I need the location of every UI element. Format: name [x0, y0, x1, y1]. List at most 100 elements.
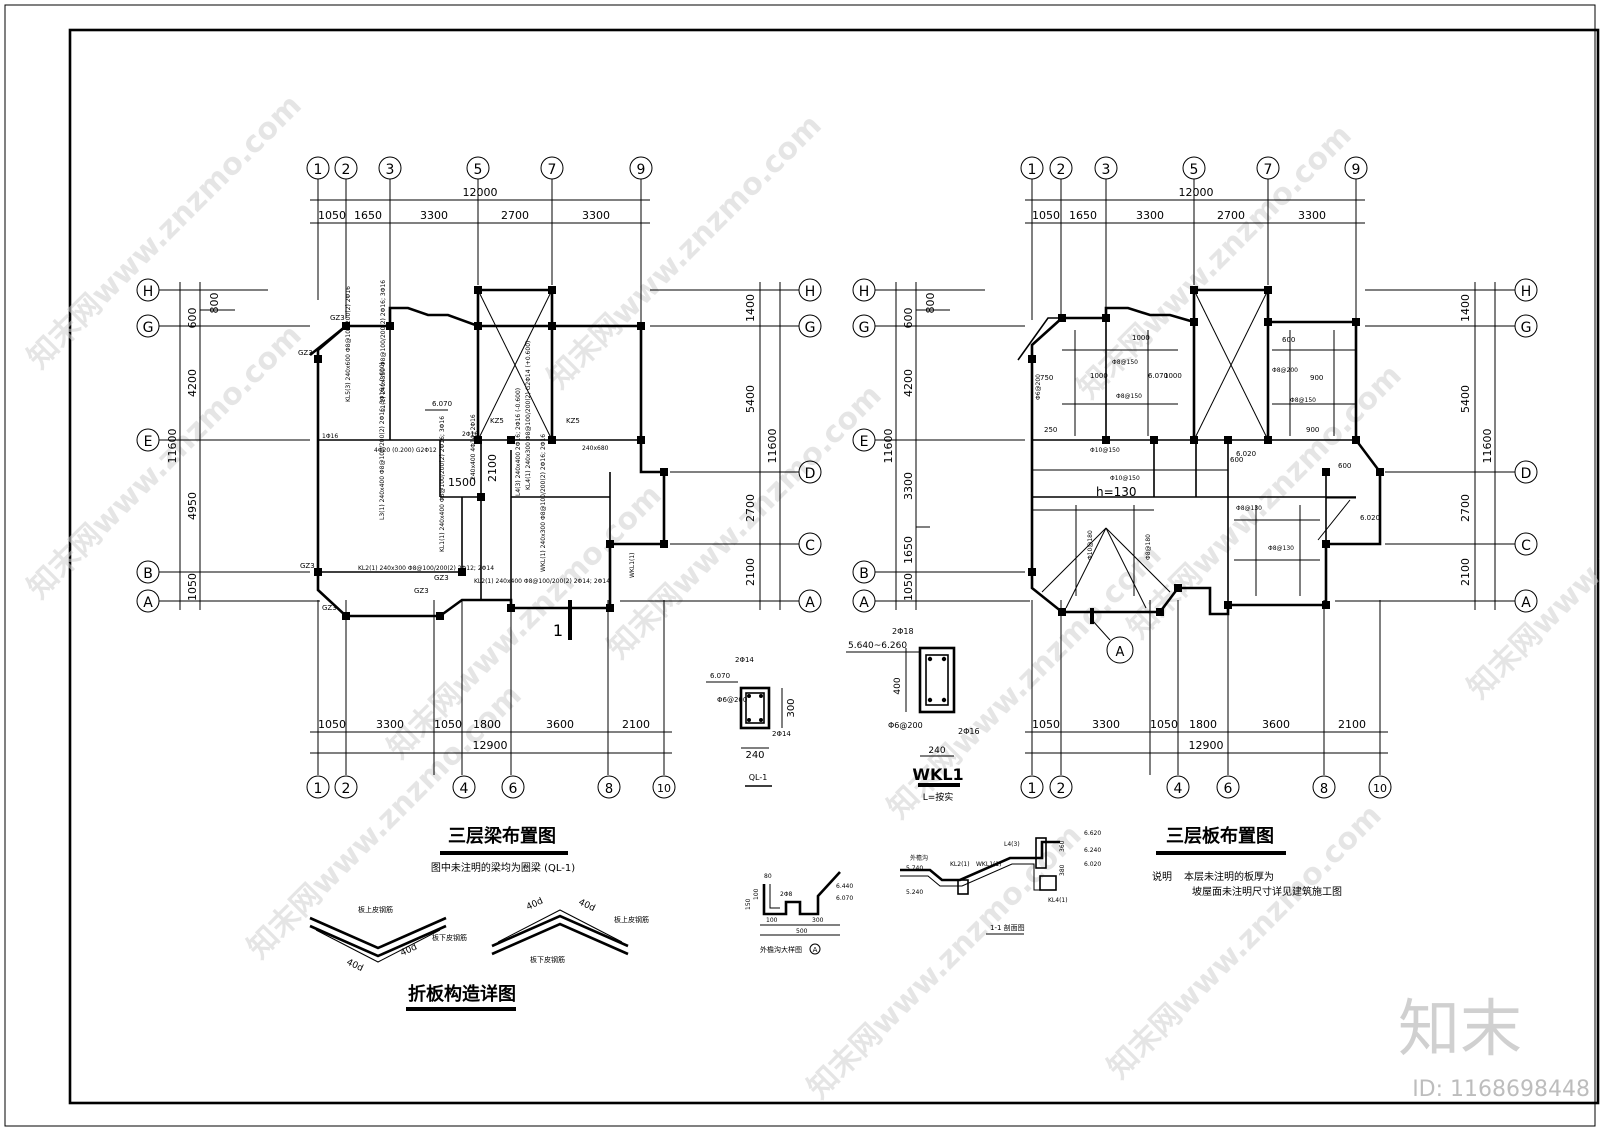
- wkl1-title: WKL1: [912, 765, 963, 784]
- watermark-logo-text: 知末: [1398, 992, 1522, 1065]
- dim-left-seg: 3300: [902, 472, 915, 500]
- dim-top-seg: 1050: [1032, 209, 1060, 222]
- beam-note: KL4(1) 240x300 Φ8@100/200(2) G2Φ14 (+0.6…: [525, 341, 532, 490]
- beam-note: 240x400 4Φ14+2Φ16: [470, 414, 477, 480]
- axis-row-C-right: C: [1521, 538, 1531, 554]
- fold-bot-bar: 板下皮钢筋: [432, 933, 467, 942]
- gutter-title: 外檐沟大样图: [760, 945, 802, 954]
- axis-row-D-right: D: [805, 466, 816, 482]
- plan2-bottom-axes: 1050 3300 1050 1800 3600 2100 12900 1 2 …: [1020, 600, 1392, 799]
- plan2-right-axes: H G D C A 1400 5400 2700 2100 11600: [1335, 278, 1538, 613]
- sect-label: KL2(1): [950, 861, 970, 868]
- dim-top-seg: 3300: [420, 209, 448, 222]
- section-1-1: 外檐沟 KL2(1) WKL1(1) L4(3) KL4(1) 6.620 6.…: [900, 830, 1101, 935]
- axis-row-G: G: [143, 320, 154, 336]
- sect-label: 外檐沟: [910, 854, 928, 862]
- dim-top-seg: 3300: [582, 209, 610, 222]
- plan1-left-axes: H G E B A 11600 800 600 4200 4950 1050: [136, 278, 320, 613]
- beam-plan: 1 2 3 5 7 9 12000 1050 1650 3300 2700 33…: [136, 156, 822, 874]
- dim-left-seg: 600: [902, 308, 915, 329]
- dim-left-total: 11600: [882, 429, 895, 464]
- axis-top-7: 7: [1264, 162, 1273, 178]
- beam-note: L3(1) 240x400 Φ8@100/200(2) 2Φ16; 3Φ16 (…: [379, 362, 386, 520]
- sect-label: KL4(1): [1048, 897, 1068, 904]
- axis-bot-2: 2: [342, 781, 351, 797]
- axis-bot-10: 10: [657, 782, 671, 795]
- rebar-label: Φ8@180: [1145, 534, 1152, 560]
- dim-top-seg: 2700: [501, 209, 529, 222]
- axis-bot-2: 2: [1057, 781, 1066, 797]
- wkl1-stir: Φ6@200: [888, 721, 923, 730]
- dim-top-seg: 1050: [318, 209, 346, 222]
- beam-note: WKL1(1): [629, 552, 636, 578]
- gz-label: GZ3: [414, 587, 429, 595]
- gutter-dim: 100: [766, 917, 778, 924]
- axis-row-A: A: [143, 595, 153, 611]
- dim-right-seg: 5400: [1459, 385, 1472, 413]
- rebar-label: Φ8@150: [1112, 359, 1138, 366]
- axis-row-E: E: [144, 434, 153, 450]
- axis-row-H: H: [859, 284, 870, 300]
- axis-row-H-right: H: [805, 284, 816, 300]
- beam-note: KL2(1) 240x300 Φ8@100/200(2) 2Φ12; 2Φ14: [358, 565, 494, 572]
- axis-row-H-right: H: [1521, 284, 1532, 300]
- wkl1-section: 400 240 2Φ18 2Φ16 Φ6@200 5.640~6.260 WKL…: [846, 627, 980, 803]
- ql1-section: 300 240 2Φ14 2Φ14 Φ6@200 6.070 QL-1: [706, 656, 797, 787]
- axis-bot-6: 6: [509, 781, 518, 797]
- axis-row-A: A: [859, 595, 869, 611]
- dim-bot-total: 12900: [1189, 739, 1224, 752]
- wkl1-sub: L=按实: [923, 791, 954, 803]
- gz-label: GZ3: [300, 562, 315, 570]
- axis-row-A-right: A: [805, 595, 815, 611]
- sect-dim: 360: [1059, 840, 1066, 852]
- dim-bot-seg: 1800: [473, 718, 501, 731]
- dim-bot-seg: 1050: [1032, 718, 1060, 731]
- fold-top-bar: 板上皮钢筋: [614, 915, 649, 924]
- axis-top-1: 1: [1028, 162, 1037, 178]
- sect-title: 1-1 剖面图: [990, 923, 1025, 932]
- plan2-left-axes: H G E B A 11600 800 600 4200 3300 1650 1…: [852, 278, 1030, 613]
- sect-elev: 6.020: [1084, 861, 1101, 868]
- plan1-top-axes: 1 2 3 5 7 9 12000 1050 1650 3300 2700 33…: [306, 156, 653, 325]
- rebar-label: Φ10@180: [1087, 530, 1094, 560]
- beam-note: 4Φ20 (0.200) G2Φ12: [374, 447, 437, 454]
- dim-left-total: 11600: [166, 429, 179, 464]
- rebar-label: Φ10@150: [1090, 447, 1120, 454]
- slab-elev: 6.020: [1236, 450, 1256, 458]
- inner-dim: 2100: [486, 454, 499, 482]
- dim-bot-seg: 1050: [318, 718, 346, 731]
- rebar-label: Φ6@200: [1035, 374, 1042, 400]
- slab-thickness: h=130: [1096, 485, 1137, 499]
- dim-top-total: 12000: [463, 186, 498, 199]
- watermark-id: ID: 1168698448: [1412, 1077, 1590, 1102]
- span-len: 750: [1040, 374, 1053, 382]
- wkl1-elev: 5.640~6.260: [848, 641, 907, 651]
- slab-plan: 1 2 3 5 7 9 12000 1050 1650 3300 2700 33…: [852, 156, 1538, 898]
- wkl1-w: 240: [928, 746, 945, 756]
- section-mark: 1: [553, 621, 563, 640]
- dim-bot-seg: 3600: [546, 718, 574, 731]
- dim-right-total: 11600: [766, 429, 779, 464]
- dim-right-seg: 2700: [744, 494, 757, 522]
- gutter-dim: 100: [753, 888, 760, 900]
- axis-top-7: 7: [548, 162, 557, 178]
- dim-left-seg: 600: [186, 308, 199, 329]
- slab-elev: 6.070: [1148, 372, 1168, 380]
- dim-bot-seg: 3600: [1262, 718, 1290, 731]
- axis-row-E: E: [860, 434, 869, 450]
- dim-left-seg: 1650: [902, 536, 915, 564]
- rebar-label: Φ8@130: [1268, 545, 1294, 552]
- gz-label: GZ3: [298, 349, 313, 357]
- axis-bot-10: 10: [1373, 782, 1387, 795]
- axis-bot-4: 4: [1174, 781, 1183, 797]
- ql1-bot: 2Φ14: [772, 730, 791, 738]
- ql1-w: 240: [745, 750, 764, 761]
- dim-bot-seg: 1050: [434, 718, 462, 731]
- gz-label: GZ3: [434, 574, 449, 582]
- axis-row-G-right: G: [805, 320, 816, 336]
- sect-dim: 380: [1059, 864, 1066, 876]
- fold-top-bar: 板上皮钢筋: [358, 905, 393, 914]
- axis-bot-8: 8: [605, 782, 613, 797]
- gutter-dim: 300: [812, 917, 824, 924]
